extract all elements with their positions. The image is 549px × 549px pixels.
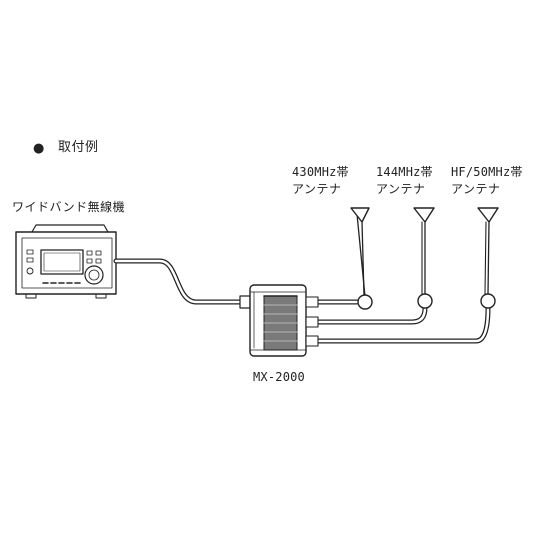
antenna-144-type-label: アンテナ	[376, 182, 426, 196]
antenna-430-type-label: アンテナ	[292, 182, 342, 196]
transceiver-icon	[15, 224, 117, 299]
coax-cable-radio	[113, 258, 249, 305]
antenna-430-band-label: 430MHz帯	[292, 165, 349, 179]
duplexer-mx2000-icon	[239, 284, 319, 357]
antenna-hf50-icon	[477, 207, 499, 309]
section-heading: 取付例	[58, 140, 99, 155]
coax-cable-144	[315, 305, 428, 325]
antenna-144-band-label: 144MHz帯	[376, 165, 433, 179]
section-bullet: ●	[33, 141, 45, 156]
antenna-hf50-type-label: アンテナ	[451, 182, 501, 196]
antenna-144-icon	[413, 207, 435, 309]
antenna-hf50-band-label: HF/50MHz帯	[451, 165, 523, 179]
antenna-430-icon	[350, 207, 373, 310]
radio-label: ワイドバンド無線機	[12, 200, 126, 214]
duplexer-label: MX-2000	[253, 370, 305, 384]
coax-cable-hf50	[315, 305, 491, 344]
